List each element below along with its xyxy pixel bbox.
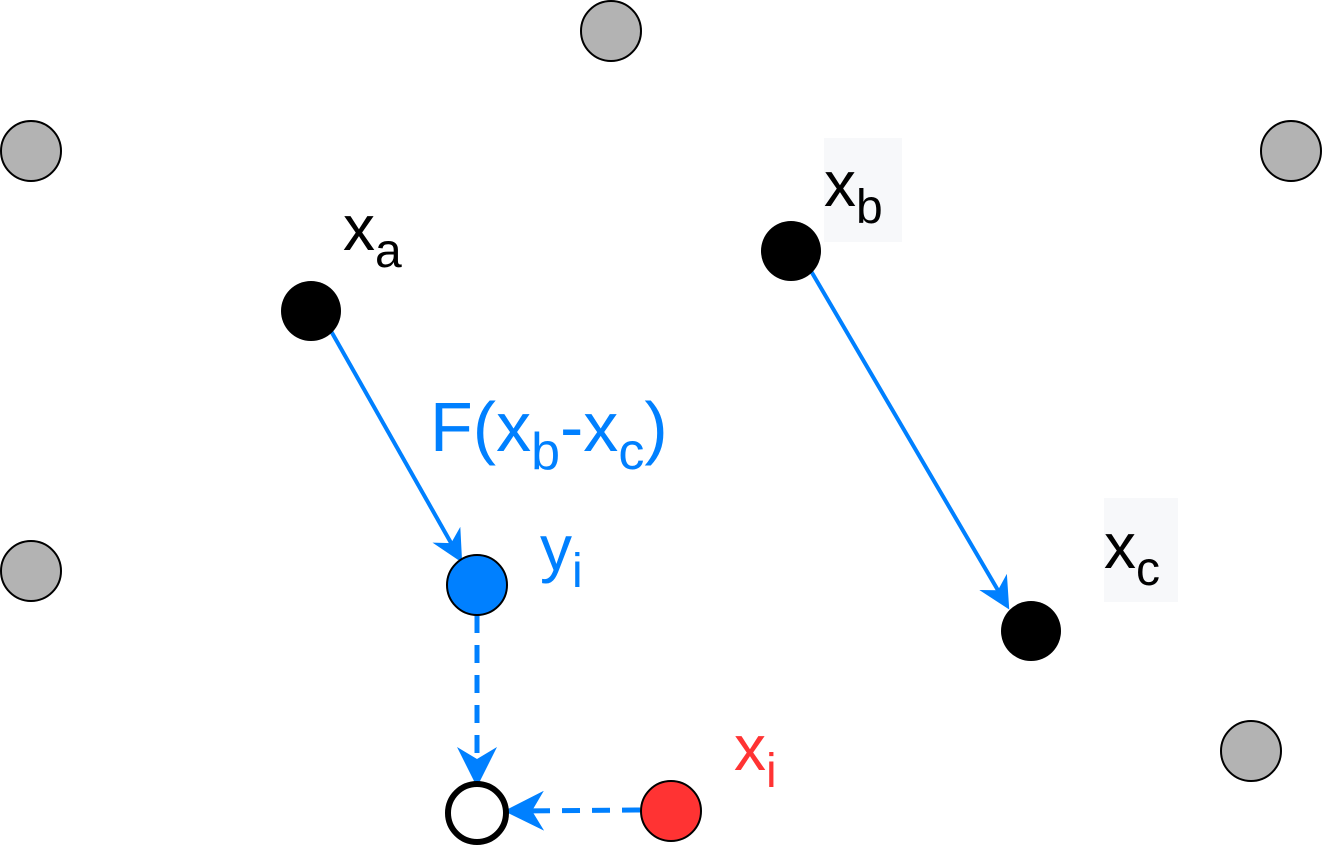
point-xa	[281, 281, 341, 341]
label-xa-base: x	[343, 192, 375, 264]
label-xb-subscript: b	[856, 180, 883, 234]
label-xc: xc	[1104, 514, 1160, 593]
label-xi-subscript: i	[766, 744, 777, 798]
label-xb-base: x	[824, 148, 856, 220]
label-yi-subscript: i	[572, 544, 583, 598]
label-yi-base: y	[540, 512, 572, 584]
formula-suffix: )	[644, 388, 668, 466]
label-xc-base: x	[1104, 510, 1136, 582]
label-xi-base: x	[734, 712, 766, 784]
crossover-arrow-xi-to-trial	[504, 790, 641, 831]
point-xi	[640, 780, 702, 842]
label-yi: yi	[540, 516, 583, 595]
point-yi	[446, 554, 508, 616]
formula-prefix: F(x	[430, 388, 532, 466]
label-xa-subscript: a	[375, 224, 402, 278]
population-point-top	[580, 0, 642, 62]
point-xc	[1001, 601, 1061, 661]
label-xb-background	[824, 138, 902, 242]
point-xb	[761, 221, 821, 281]
label-xc-background	[1104, 498, 1178, 602]
difference-arrow-xb-to-xc	[809, 269, 1010, 610]
formula-subscript-c: c	[618, 423, 645, 482]
trial-point	[445, 781, 509, 845]
population-point-upper-left	[0, 120, 62, 182]
label-mutation-formula: F(xb-xc)	[430, 392, 668, 478]
mutation-arrow-xa-to-yi	[329, 330, 463, 563]
label-xi: xi	[734, 716, 777, 795]
formula-subscript-b: b	[531, 423, 560, 482]
population-point-lower-right	[1220, 720, 1282, 782]
label-xc-subscript: c	[1136, 542, 1160, 596]
label-xa: xa	[343, 196, 402, 275]
label-xb: xb	[824, 152, 883, 231]
population-point-lower-left	[0, 540, 62, 602]
population-point-upper-right	[1260, 120, 1322, 182]
formula-minus-x: -x	[560, 388, 619, 466]
